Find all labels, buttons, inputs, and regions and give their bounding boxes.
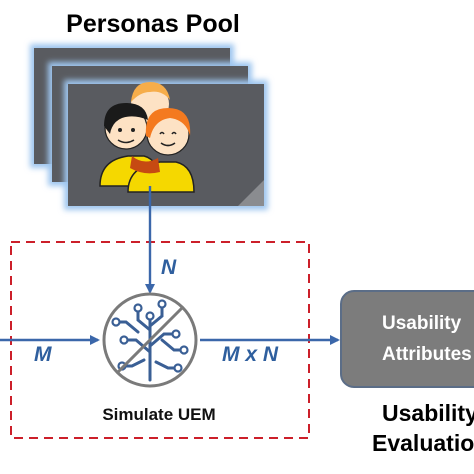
usability-evaluation-line1: Usability [382, 400, 474, 426]
circuit-tree-icon [102, 292, 198, 388]
usability-attributes-line2: Attributes [382, 344, 472, 365]
personas-icon [99, 82, 195, 193]
usability-evaluation-line2: Evaluation [372, 430, 474, 456]
usability-attributes-line1: Usability [382, 313, 462, 334]
simulate-uem-label: Simulate UEM [102, 405, 216, 424]
usability-attributes-box [340, 290, 474, 388]
prohibition-slash [116, 306, 184, 374]
m-label: M [34, 343, 52, 366]
personas-pool-title: Personas Pool [66, 10, 240, 38]
n-label: N [161, 256, 177, 279]
mxn-label: M x N [222, 343, 279, 366]
